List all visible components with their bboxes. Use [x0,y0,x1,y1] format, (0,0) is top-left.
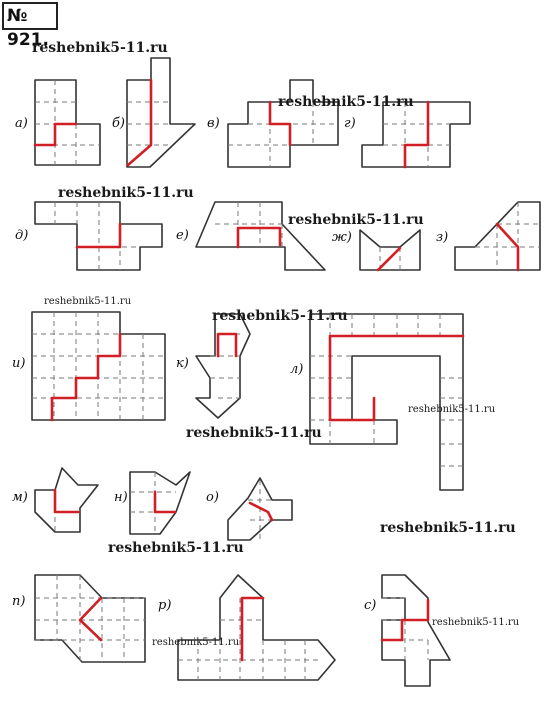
figure-zh [359,229,421,272]
label-d: д) [15,228,29,243]
watermark: reshebnik5-11.ru [380,520,516,536]
figure-d [34,201,163,271]
figure-b [126,57,196,168]
watermark: reshebnik5-11.ru [58,185,194,201]
watermark: reshebnik5-11.ru [32,40,168,56]
watermark: reshebnik5-11.ru [152,637,240,648]
label-e: е) [176,228,189,243]
figure-z [454,201,541,272]
watermark: reshebnik5-11.ru [108,540,244,556]
label-l: л) [290,362,304,377]
label-n: н) [114,490,128,505]
label-b: б) [112,116,126,131]
label-i: и) [12,356,26,371]
figure-m [34,467,99,533]
figure-k [195,313,251,419]
figure-e [195,201,326,271]
figure-a [33,79,101,166]
watermark: reshebnik5-11.ru [212,308,348,324]
figure-r [177,574,336,681]
figure-v [227,79,339,168]
figure-p [34,574,146,663]
figure-n [129,471,191,535]
label-m: м) [12,490,28,505]
watermark: reshebnik5-11.ru [408,404,496,415]
figure-g [361,100,471,169]
problem-number: № 921. [2,2,58,50]
label-o: о) [206,490,219,505]
label-r: р) [158,598,172,613]
figure-i [31,311,166,422]
watermark: reshebnik5-11.ru [44,296,132,307]
label-z: з) [436,230,449,245]
figure-o [227,477,293,541]
label-zh: ж) [332,230,352,245]
label-s: с) [364,598,377,613]
watermark: reshebnik5-11.ru [186,425,322,441]
label-p: п) [12,594,26,609]
watermark: reshebnik5-11.ru [288,212,424,228]
label-g: г) [344,116,356,131]
label-k: к) [176,356,189,371]
watermark: reshebnik5-11.ru [432,617,520,628]
watermark: reshebnik5-11.ru [278,94,414,110]
figure-s [380,574,451,687]
label-v: в) [207,116,220,131]
figure-l [309,313,465,491]
label-a: а) [15,116,28,131]
